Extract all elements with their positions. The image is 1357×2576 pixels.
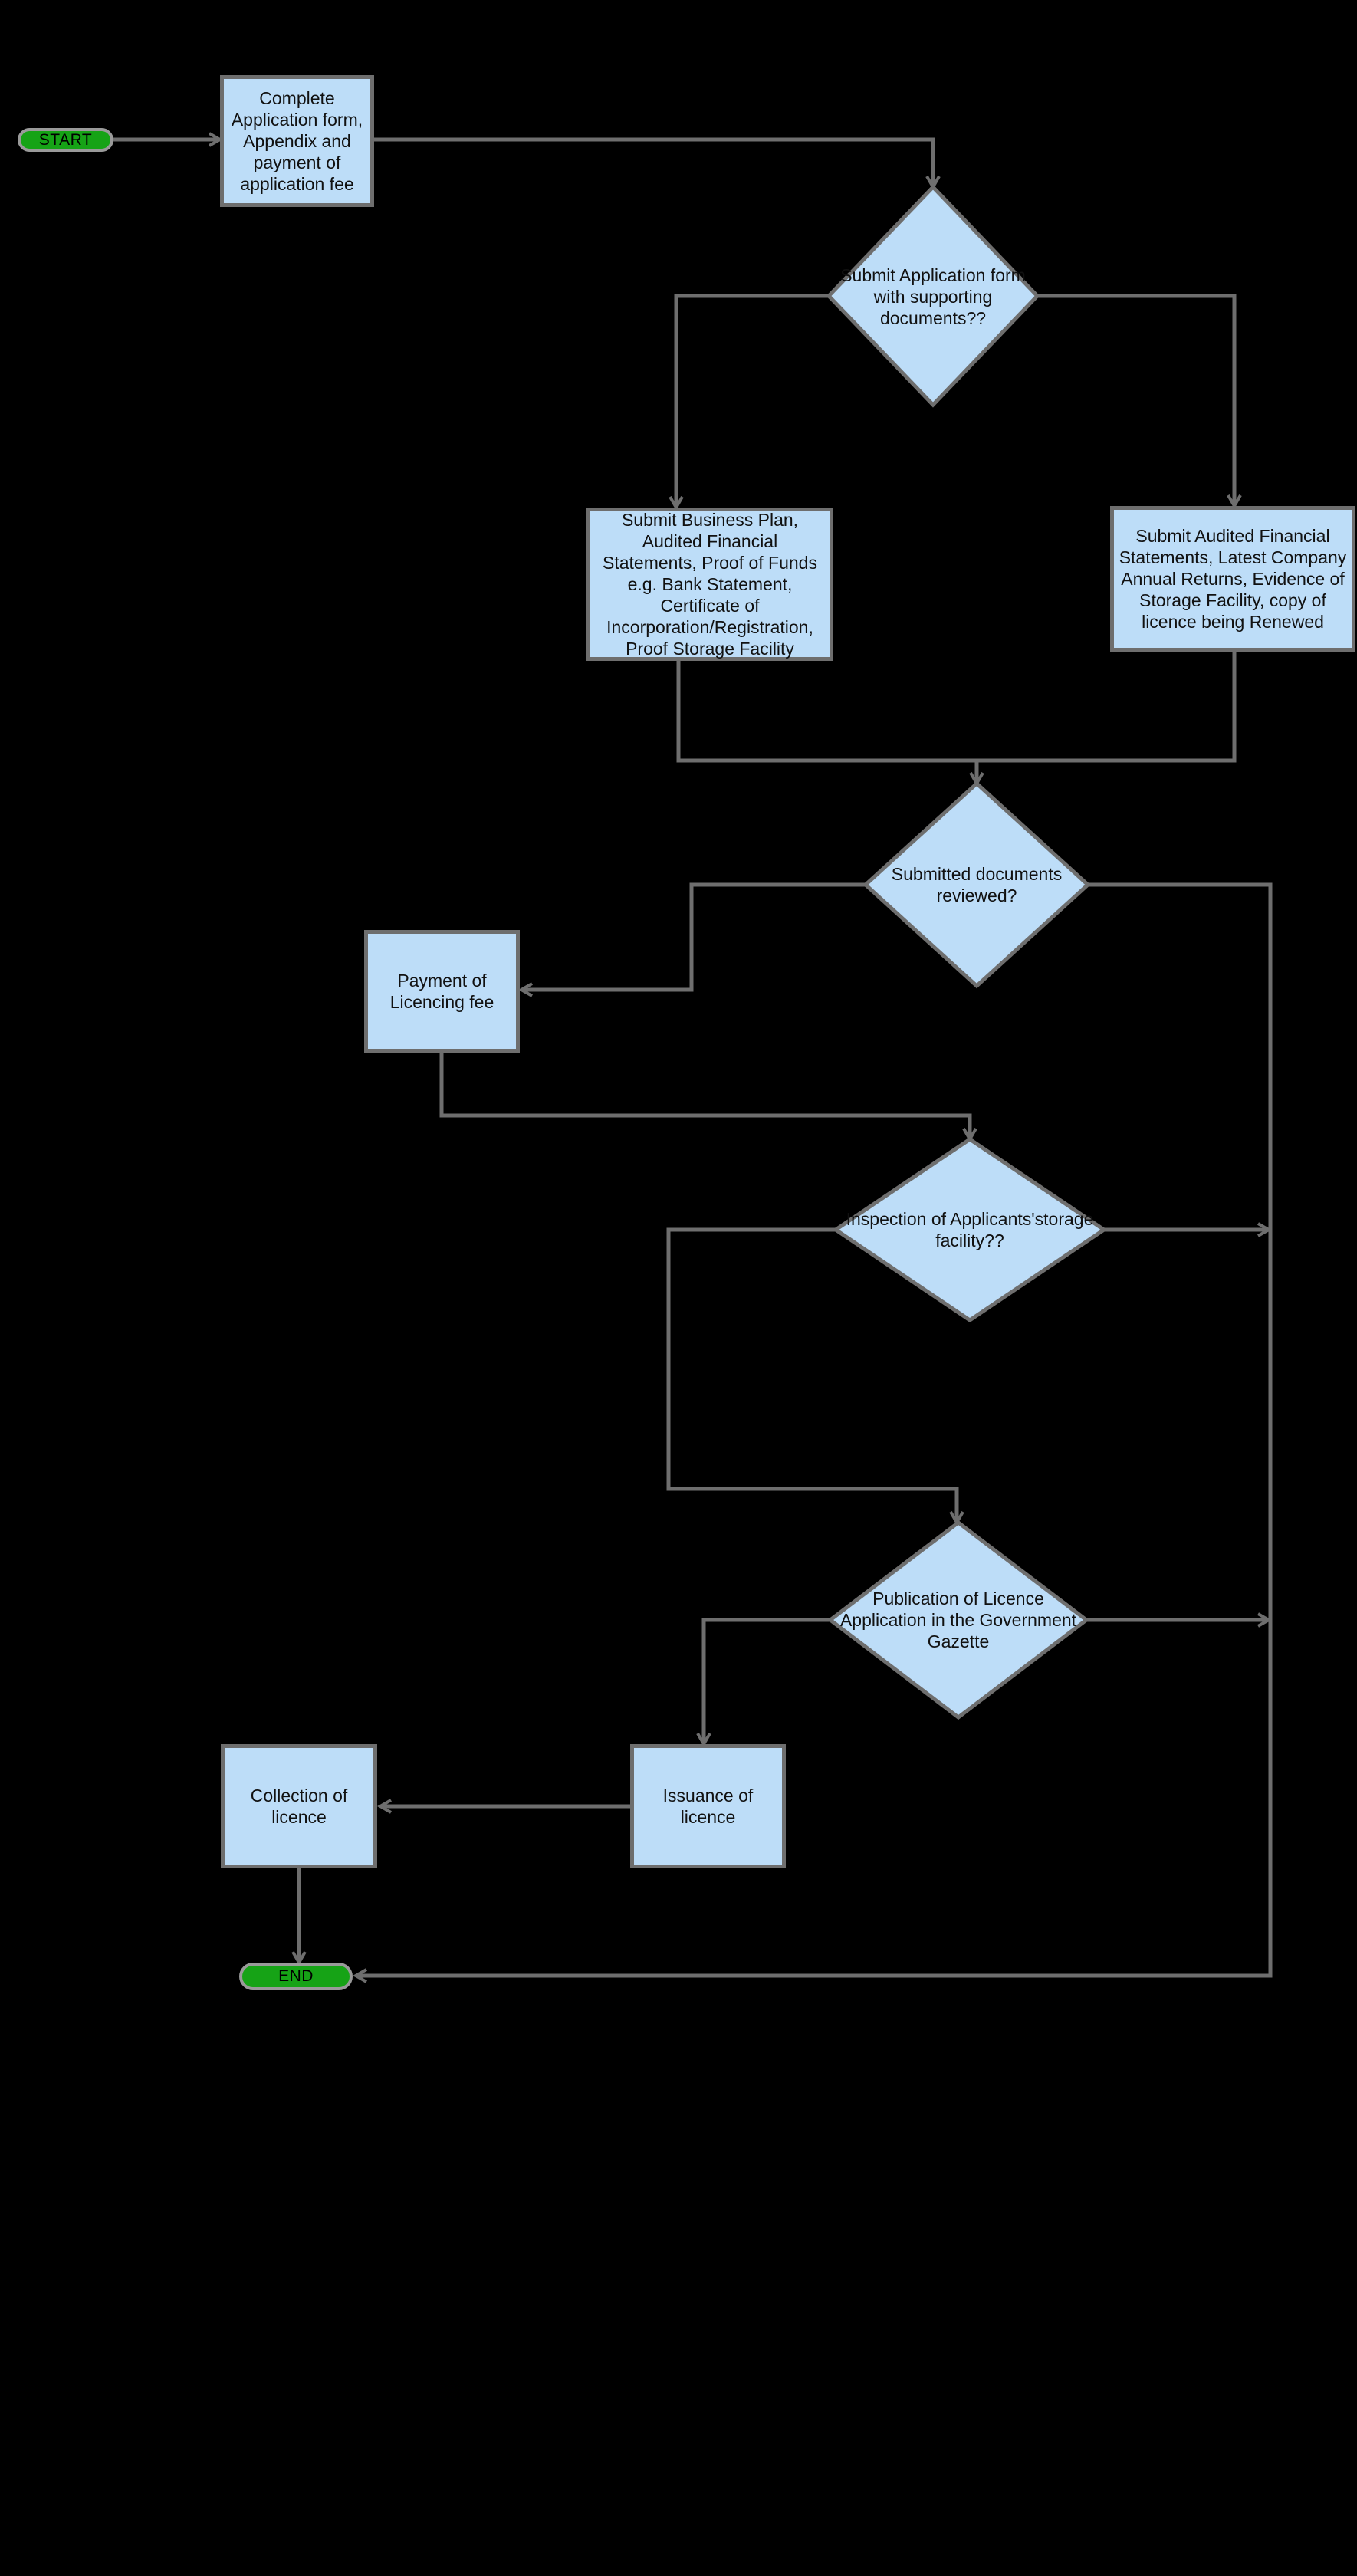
decision-documents-reviewed <box>863 780 1091 989</box>
start-terminal-label: START <box>38 130 93 149</box>
process-submit-audited-financials-label: Submit Audited Financial Statements, Lat… <box>1119 526 1347 632</box>
process-collection-of-licence: Collection of licence <box>221 1744 377 1868</box>
edge-submit-decision-to-business-plan <box>676 294 829 504</box>
end-terminal-label: END <box>278 1967 314 1985</box>
process-payment-licencing-fee-label: Payment of Licencing fee <box>389 971 495 1012</box>
edge-audited-financials-merge <box>977 652 1237 763</box>
decision-submit-application <box>826 184 1040 408</box>
process-collection-of-licence-label: Collection of licence <box>250 1786 348 1827</box>
process-submit-business-plan: Submit Business Plan, Audited Financial … <box>586 508 833 661</box>
process-submit-business-plan-label: Submit Business Plan, Audited Financial … <box>603 510 817 659</box>
process-issuance-of-licence-label: Issuance of licence <box>662 1786 754 1827</box>
end-terminal: END <box>239 1963 353 1990</box>
process-complete-application: Complete Application form, Appendix and … <box>220 75 374 207</box>
edge-payment-to-inspection-decision <box>439 1053 970 1136</box>
process-submit-audited-financials: Submit Audited Financial Statements, Lat… <box>1110 506 1355 652</box>
process-payment-licencing-fee: Payment of Licencing fee <box>364 930 520 1053</box>
edge-reviewed-decision-to-payment <box>524 882 866 990</box>
decision-inspection <box>832 1136 1108 1323</box>
edge-business-plan-to-reviewed-decision <box>676 661 977 780</box>
edge-reviewed-decision-to-end <box>359 882 1273 1976</box>
start-terminal: START <box>18 128 113 152</box>
edge-submit-decision-to-audited-financials <box>1037 294 1234 503</box>
edge-complete-application-to-submit-decision <box>374 137 933 184</box>
edge-publication-decision-to-issuance <box>704 1618 832 1741</box>
process-issuance-of-licence: Issuance of licence <box>630 1744 786 1868</box>
decision-publication <box>826 1520 1090 1720</box>
edge-inspection-decision-to-publication-decision <box>666 1227 957 1520</box>
process-complete-application-label: Complete Application form, Appendix and … <box>231 88 363 194</box>
